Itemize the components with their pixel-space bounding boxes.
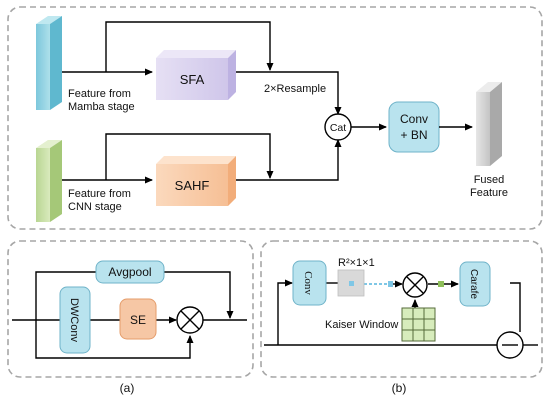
b-green-marker bbox=[438, 281, 444, 287]
a-avgpool-out bbox=[164, 271, 234, 319]
subtract-node bbox=[496, 331, 524, 359]
sfa-label: SFA bbox=[180, 72, 205, 87]
fused-feature-block bbox=[476, 82, 502, 166]
sahf-block bbox=[156, 156, 236, 206]
fused-label-line1: Fused bbox=[474, 174, 505, 186]
dwconv-label: DWConv bbox=[68, 298, 80, 343]
cat-label: Cat bbox=[330, 122, 346, 134]
b-conv-block bbox=[292, 260, 327, 306]
sahf-label: SAHF bbox=[175, 178, 210, 193]
cnn-skip-connection bbox=[105, 133, 274, 180]
convbn-label-line2: + BN bbox=[400, 128, 427, 142]
cnn-caption-line1: Feature from bbox=[68, 188, 131, 200]
top-panel-border bbox=[7, 6, 543, 230]
se-block bbox=[119, 298, 157, 340]
carafe-block bbox=[459, 261, 491, 307]
dwconv-block bbox=[59, 286, 91, 354]
panel-a-caption: (a) bbox=[120, 381, 135, 395]
carafe-label: Carafe bbox=[468, 269, 479, 299]
mamba-skip-connection bbox=[105, 21, 274, 72]
b-conv-label: Conv bbox=[302, 271, 314, 295]
panel-b-caption: (b) bbox=[392, 381, 407, 395]
se-label: SE bbox=[130, 313, 146, 327]
avgpool-block bbox=[95, 260, 165, 284]
panel-b-border bbox=[260, 240, 543, 378]
panel-a-border bbox=[7, 240, 254, 378]
kernel-center-cell bbox=[349, 281, 354, 286]
b-multiply-node bbox=[402, 272, 428, 298]
b-branch-up bbox=[277, 279, 293, 345]
cnn-caption-line2: CNN stage bbox=[68, 201, 122, 213]
sfa-block bbox=[156, 50, 236, 100]
sfa-to-cat-line bbox=[228, 71, 342, 115]
a-multiply-node bbox=[176, 306, 204, 334]
resample-label: 2×Resample bbox=[264, 83, 326, 95]
b-carafe-down bbox=[510, 282, 521, 332]
sahf-to-cat-line bbox=[228, 139, 342, 181]
avgpool-label: Avgpool bbox=[108, 265, 151, 279]
kaiser-window-label: Kaiser Window bbox=[325, 319, 398, 331]
kernel-shape-label: R²×1×1 bbox=[338, 257, 375, 269]
kernel-output-cell bbox=[388, 281, 393, 287]
kaiser-window-grid bbox=[401, 307, 436, 342]
mamba-caption-line1: Feature from bbox=[68, 88, 131, 100]
a-bypass-branch bbox=[35, 320, 194, 359]
cnn-feature-block bbox=[36, 140, 62, 222]
convbn-block bbox=[388, 101, 440, 153]
mamba-feature-block bbox=[36, 16, 62, 110]
fused-label-line2: Feature bbox=[470, 187, 508, 199]
convbn-label-line1: Conv bbox=[400, 112, 428, 126]
mamba-caption-line2: Mamba stage bbox=[68, 101, 135, 113]
a-avgpool-branch bbox=[35, 271, 96, 320]
